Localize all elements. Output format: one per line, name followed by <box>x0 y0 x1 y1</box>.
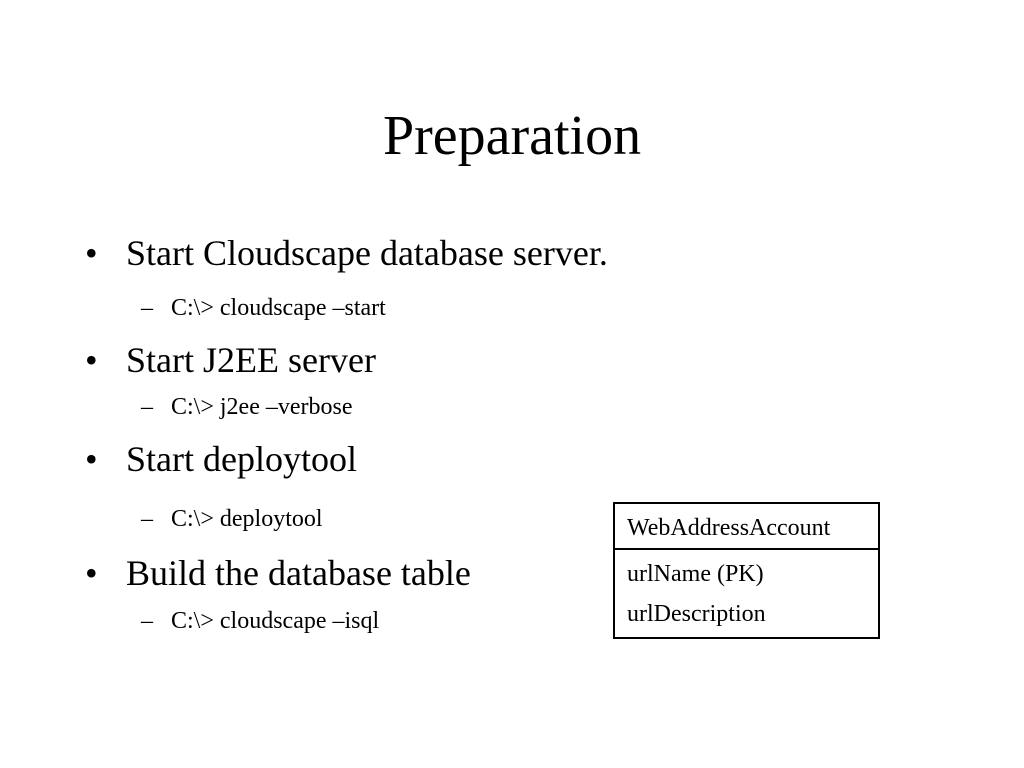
bullet-text: Start deploytool <box>126 439 357 479</box>
bullet-dot-icon: • <box>85 439 98 479</box>
bullet-item: • Build the database table <box>85 553 471 593</box>
entity-field: urlName (PK) <box>627 561 764 587</box>
command-text: C:\> deploytool <box>171 506 323 532</box>
bullet-dot-icon: • <box>85 553 98 593</box>
bullet-dot-icon: • <box>85 340 98 380</box>
sub-bullet-dash-icon: – <box>141 506 153 532</box>
command-text: C:\> cloudscape –isql <box>171 608 380 634</box>
entity-name: WebAddressAccount <box>615 504 878 550</box>
sub-bullet-dash-icon: – <box>141 394 153 420</box>
sub-bullet-dash-icon: – <box>141 608 153 634</box>
command-text: C:\> j2ee –verbose <box>171 394 353 420</box>
bullet-item: • Start J2EE server <box>85 340 376 380</box>
bullet-dot-icon: • <box>85 233 98 273</box>
bullet-item: • Start Cloudscape database server. <box>85 233 608 273</box>
sub-bullet-item: –C:\> deploytool <box>141 505 323 533</box>
bullet-text: Build the database table <box>126 553 471 593</box>
bullet-text: Start J2EE server <box>126 340 376 380</box>
entity-box: WebAddressAccount urlName (PK) urlDescri… <box>613 502 880 639</box>
sub-bullet-item: –C:\> cloudscape –start <box>141 294 386 322</box>
command-text: C:\> cloudscape –start <box>171 295 386 321</box>
sub-bullet-item: –C:\> cloudscape –isql <box>141 607 379 635</box>
sub-bullet-item: –C:\> j2ee –verbose <box>141 393 353 421</box>
bullet-item: • Start deploytool <box>85 439 357 479</box>
sub-bullet-dash-icon: – <box>141 295 153 321</box>
bullet-text: Start Cloudscape database server. <box>126 233 608 273</box>
entity-field: urlDescription <box>627 601 766 627</box>
slide-title: Preparation <box>382 105 642 167</box>
